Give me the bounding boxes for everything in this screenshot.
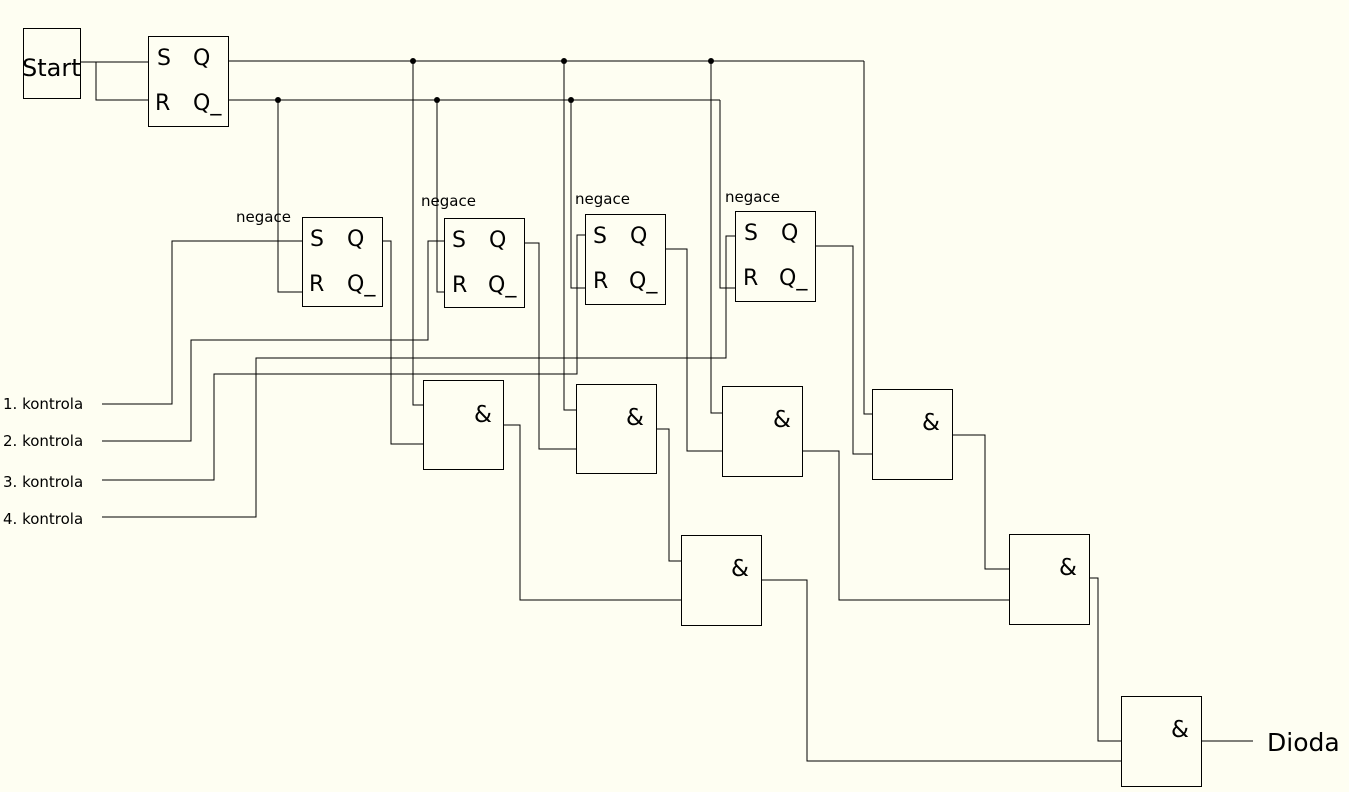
main-ff-qn-pin: Q_ (193, 91, 222, 116)
input-3-label: 3. kontrola (3, 473, 84, 491)
and-gate-final (1121, 696, 1202, 787)
output-label: Dioda (1267, 728, 1340, 757)
flipflop-3 (585, 214, 666, 305)
ff3-s-pin: S (593, 224, 607, 249)
ff4-negace-label: negace (725, 188, 780, 206)
flipflop-2 (444, 218, 525, 308)
and-gate-1-symbol: & (474, 402, 492, 428)
main-ff-r-pin: R (155, 91, 171, 116)
and-gate-5 (681, 535, 762, 626)
ff3-negace-label: negace (575, 190, 630, 208)
ff4-q-pin: Q (781, 221, 799, 246)
and-gate-4-symbol: & (922, 410, 940, 436)
ff2-s-pin: S (452, 228, 466, 253)
ff1-q-pin: Q (347, 227, 365, 252)
ff2-qn-pin: Q_ (488, 273, 517, 298)
ff2-q-pin: Q (489, 228, 507, 253)
ff1-negace-label: negace (236, 208, 291, 226)
ff2-r-pin: R (452, 273, 468, 298)
and-gate-6-symbol: & (1059, 555, 1077, 581)
ff1-qn-pin: Q_ (347, 272, 376, 297)
input-2-label: 2. kontrola (3, 432, 84, 450)
ff3-qn-pin: Q_ (629, 269, 658, 294)
and-gate-1 (423, 380, 504, 470)
ff3-q-pin: Q (630, 224, 648, 249)
and-gate-final-symbol: & (1171, 717, 1189, 743)
and-gate-4 (872, 389, 953, 480)
start-block (23, 28, 81, 99)
ff4-s-pin: S (744, 221, 758, 246)
main-flipflop (148, 36, 229, 127)
ff1-r-pin: R (309, 272, 325, 297)
and-gate-6 (1009, 534, 1090, 625)
and-gate-5-symbol: & (731, 556, 749, 582)
ff1-s-pin: S (310, 227, 324, 252)
start-label: Start (22, 54, 81, 82)
and-gate-3 (722, 386, 803, 477)
and-gate-2 (576, 384, 657, 474)
input-4-label: 4. kontrola (3, 510, 84, 528)
main-ff-s-pin: S (157, 46, 171, 71)
and-gate-2-symbol: & (626, 405, 644, 431)
ff4-qn-pin: Q_ (779, 266, 808, 291)
flipflop-1 (302, 217, 383, 307)
ff4-r-pin: R (743, 266, 759, 291)
input-1-label: 1. kontrola (3, 395, 84, 413)
ff3-r-pin: R (593, 269, 609, 294)
and-gate-3-symbol: & (773, 407, 791, 433)
main-ff-q-pin: Q (193, 46, 211, 71)
ff2-negace-label: negace (421, 192, 476, 210)
flipflop-4 (735, 211, 816, 302)
